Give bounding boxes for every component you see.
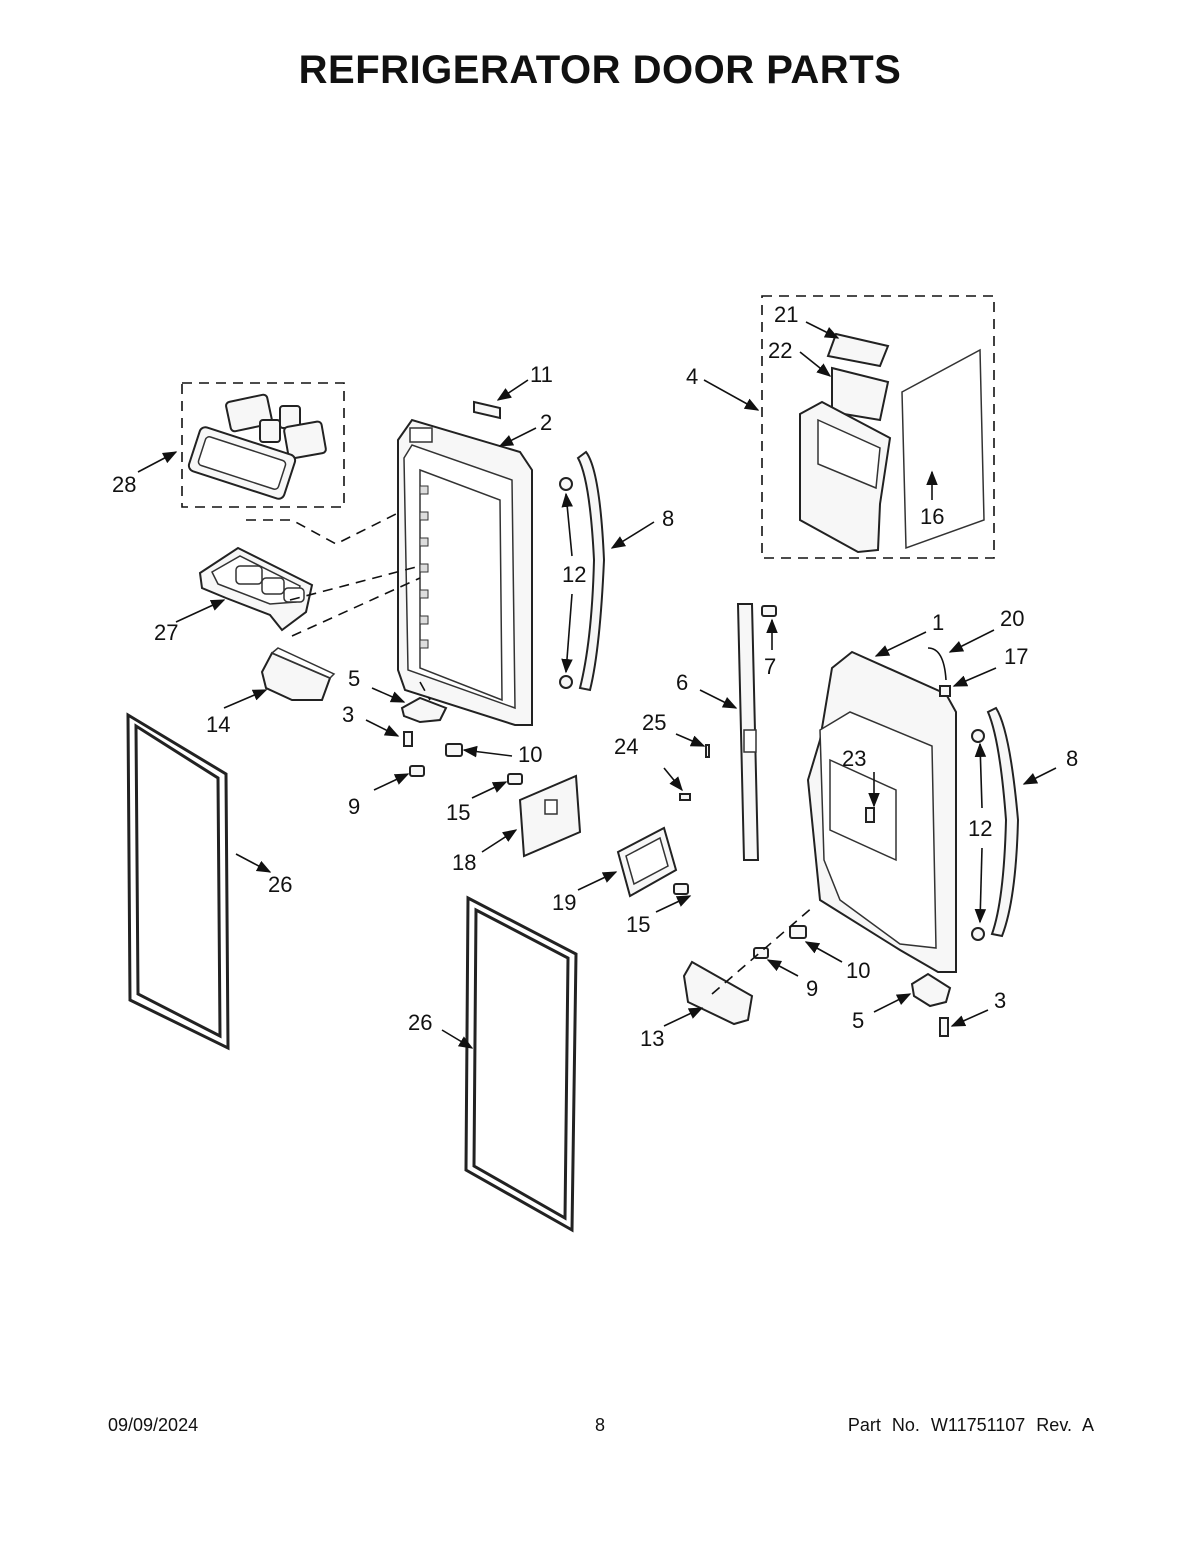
part-5-right-hinge <box>910 972 952 1037</box>
callout-4: 4 <box>686 364 698 389</box>
callout-23: 23 <box>842 746 866 771</box>
part-24-25-small-parts <box>679 744 710 801</box>
part-14-door-bin <box>260 647 336 701</box>
callout-8-right: 8 <box>1066 746 1078 771</box>
part-11-clip <box>473 400 501 420</box>
callout-18: 18 <box>452 850 476 875</box>
part-8-right-handle <box>971 706 1020 941</box>
callout-15-right: 15 <box>626 912 650 937</box>
callout-16: 16 <box>920 504 944 529</box>
part-26-left-gasket <box>126 712 230 1051</box>
callout-12-right: 12 <box>968 816 992 841</box>
part-10-right-block <box>789 925 807 939</box>
callout-21: 21 <box>774 302 798 327</box>
callout-7: 7 <box>764 654 776 679</box>
callout-10-right: 10 <box>846 958 870 983</box>
callout-5-left: 5 <box>348 666 360 691</box>
callout-10-left: 10 <box>518 742 542 767</box>
callout-2: 2 <box>540 410 552 435</box>
callout-19: 19 <box>552 890 576 915</box>
callout-17: 17 <box>1004 644 1028 669</box>
page-title: REFRIGERATOR DOOR PARTS <box>298 48 902 92</box>
part-9-left-screw <box>409 765 425 777</box>
callout-27: 27 <box>154 620 178 645</box>
callout-28: 28 <box>112 472 136 497</box>
part-8-left-handle <box>559 450 606 692</box>
part-2-left-door-liner <box>397 418 533 726</box>
part-13-door-bin <box>682 960 754 1026</box>
callout-24: 24 <box>614 734 638 759</box>
callout-6: 6 <box>676 670 688 695</box>
part-7-screw <box>761 605 777 617</box>
leader-arrows <box>137 321 1057 1049</box>
callout-13: 13 <box>640 1026 664 1051</box>
callout-9-right: 9 <box>806 976 818 1001</box>
part-15-screw <box>507 773 689 895</box>
callout-9-left: 9 <box>348 794 360 819</box>
footer-part-number: Part No. W11751107 Rev. A <box>847 1415 1094 1435</box>
part-18-cover-plate <box>518 774 582 858</box>
part-4-dispenser-group <box>761 295 995 559</box>
part-27-dairy-bin <box>198 546 314 632</box>
callout-22: 22 <box>768 338 792 363</box>
footer-page-number: 8 <box>594 1415 605 1435</box>
callout-8-left: 8 <box>662 506 674 531</box>
part-5-left-hinge <box>400 696 448 747</box>
callout-labels: 11 2 4 21 22 16 28 8 12 27 5 14 3 10 9 1… <box>112 302 1078 1051</box>
callout-20: 20 <box>1000 606 1024 631</box>
callout-14: 14 <box>206 712 230 737</box>
callout-26-left: 26 <box>268 872 292 897</box>
callout-11: 11 <box>530 362 553 387</box>
footer-date: 09/09/2024 <box>108 1415 199 1435</box>
callout-15-left: 15 <box>446 800 470 825</box>
part-6-center-mullion <box>736 603 760 861</box>
callout-12-left: 12 <box>562 562 586 587</box>
part-1-right-door <box>806 650 957 973</box>
part-17-20-water-fitting <box>927 647 951 697</box>
part-10-left-block <box>445 743 463 757</box>
part-26-center-gasket <box>464 895 578 1233</box>
assembly-dash-lines <box>246 511 815 995</box>
callout-5-right: 5 <box>852 1008 864 1033</box>
callout-25: 25 <box>642 710 666 735</box>
part-28-container-set <box>181 382 345 508</box>
callout-26-center: 26 <box>408 1010 432 1035</box>
callout-3-right: 3 <box>994 988 1006 1013</box>
callout-1: 1 <box>932 610 944 635</box>
part-19-control-board <box>616 826 678 898</box>
callout-3-left: 3 <box>342 702 354 727</box>
